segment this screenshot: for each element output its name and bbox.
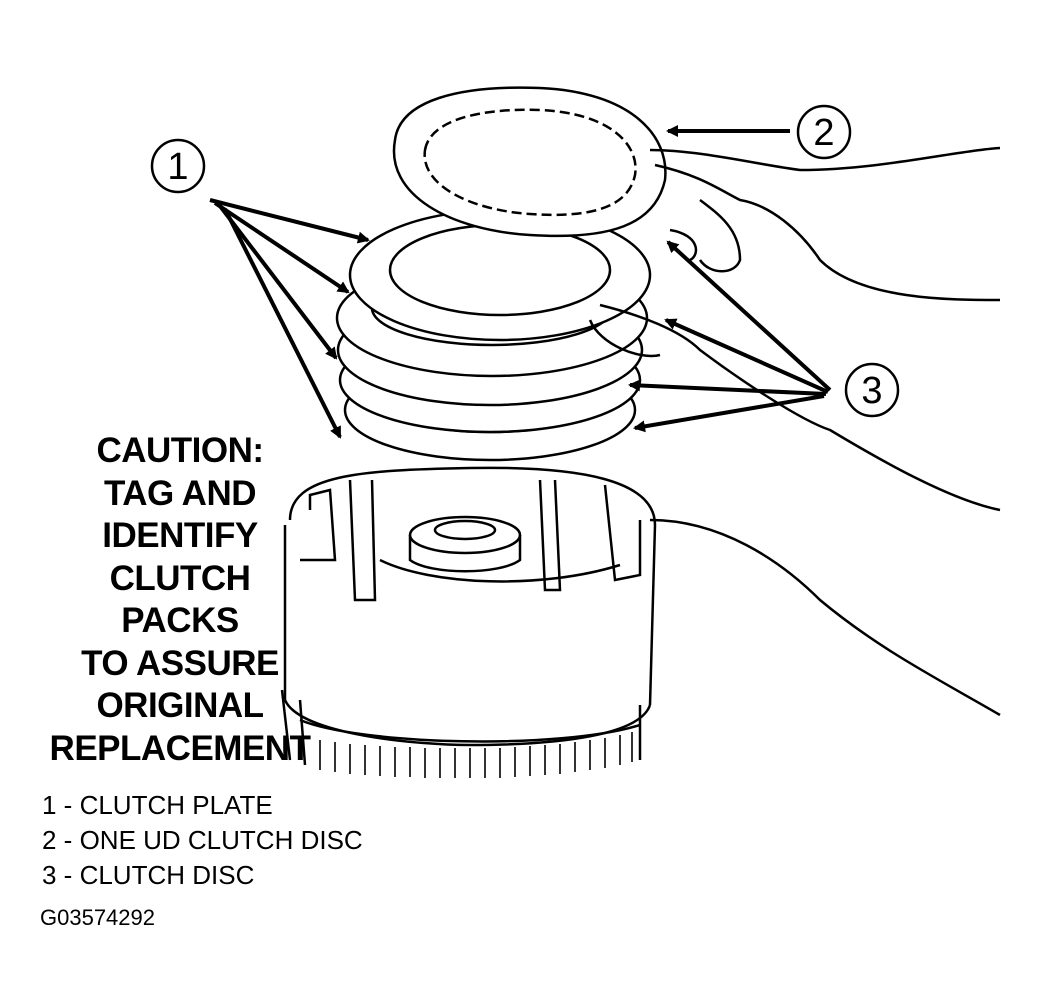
callout-1-label: 1 xyxy=(167,146,188,188)
callout-1-circle xyxy=(150,138,206,194)
callout-2-label: 2 xyxy=(813,112,834,154)
callout-2-circle xyxy=(796,104,852,160)
legend-item-3: 3 - CLUTCH DISC xyxy=(42,860,255,890)
caution-line: IDENTIFY xyxy=(102,516,258,555)
caution-note: CAUTION: TAG AND IDENTIFY CLUTCH PACKS T… xyxy=(30,430,330,770)
legend-item-2: 2 - ONE UD CLUTCH DISC xyxy=(42,825,363,855)
callout-1: 1 xyxy=(150,138,206,194)
callout-1-arrows xyxy=(209,198,370,439)
legend: 1 - CLUTCH PLATE 2 - ONE UD CLUTCH DISC … xyxy=(42,788,363,893)
ud-clutch-disc xyxy=(392,86,667,238)
callout-3-label: 3 xyxy=(861,370,882,412)
caution-line: ORIGINAL xyxy=(96,686,264,725)
caution-line: CLUTCH xyxy=(109,558,251,598)
caution-line: CAUTION: xyxy=(96,431,264,470)
legend-item-1: 1 - CLUTCH PLATE xyxy=(42,790,273,820)
caution-line: TAG AND xyxy=(103,473,257,513)
callout-3: 3 xyxy=(844,362,900,418)
caution-line: TO ASSURE xyxy=(81,643,279,683)
figure-id: G03574292 xyxy=(40,905,155,930)
clutch-disc-stack xyxy=(335,208,652,462)
callout-3-arrows xyxy=(628,240,832,433)
caution-line: PACKS xyxy=(121,601,239,640)
callout-2: 2 xyxy=(796,104,852,160)
clutch-housing xyxy=(280,466,657,778)
caution-line: REPLACEMENT xyxy=(49,728,311,768)
callout-3-circle xyxy=(844,362,900,418)
